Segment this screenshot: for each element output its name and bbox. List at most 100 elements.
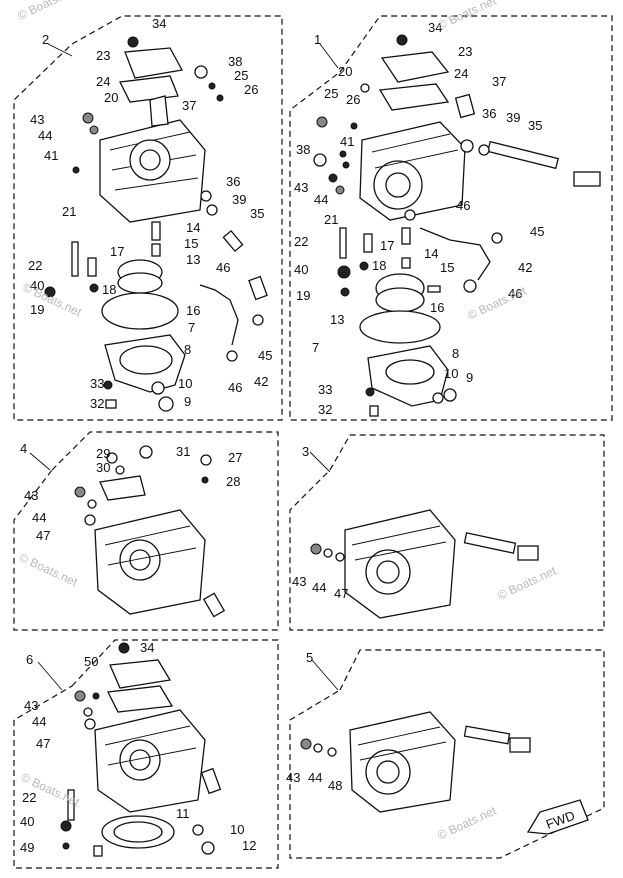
- seat-15: [151, 243, 161, 257]
- part-label: 13: [186, 252, 200, 267]
- part-label: 12: [242, 838, 256, 853]
- part-label: 45: [530, 224, 544, 239]
- part-label: 25: [234, 68, 248, 83]
- part-label: 18: [372, 258, 386, 273]
- part-label: 43: [286, 770, 300, 785]
- part-label: 49: [20, 840, 34, 855]
- part-label: 25: [324, 86, 338, 101]
- part-label: 8: [452, 346, 459, 361]
- part-label: 9: [184, 394, 191, 409]
- part-label: 35: [528, 118, 542, 133]
- part-label: 37: [182, 98, 196, 113]
- plate-30: [99, 475, 146, 501]
- jet-17: [87, 257, 97, 277]
- screw-34: [127, 36, 139, 48]
- jet-22: [339, 227, 347, 259]
- part-label: 22: [294, 234, 308, 249]
- part-label: 34: [140, 640, 154, 655]
- part-label: 44: [308, 770, 322, 785]
- fwd-arrow: [526, 799, 589, 835]
- fuel-hose-42: [419, 227, 491, 281]
- part-label: 47: [334, 586, 348, 601]
- part-label: 10: [444, 366, 458, 381]
- gasket-7: [101, 292, 179, 330]
- part-label: 10: [230, 822, 244, 837]
- part-label: 23: [458, 44, 472, 59]
- part-label: 42: [518, 260, 532, 275]
- part-label: 28: [226, 474, 240, 489]
- part-label: 14: [186, 220, 200, 235]
- watermark: © Boats.net: [495, 563, 559, 603]
- part-label: 45: [258, 348, 272, 363]
- part-label: 7: [312, 340, 319, 355]
- part-label: 44: [314, 192, 328, 207]
- part-label: 46: [216, 260, 230, 275]
- part-label: 50: [84, 654, 98, 669]
- screw-38: [194, 65, 208, 79]
- assembly-number-5: 5: [306, 650, 313, 665]
- assembly-number-3: 3: [302, 444, 309, 459]
- part-37: [454, 93, 476, 119]
- part-number-labels: 2342324382526203743444121363935141522171…: [20, 16, 544, 855]
- part-label: 35: [250, 206, 264, 221]
- frame-assembly-3: [289, 434, 605, 631]
- part-label: 37: [492, 74, 506, 89]
- part-label: 30: [96, 460, 110, 475]
- frame-assembly-6: [13, 639, 279, 869]
- assembly-4-illustration: [74, 445, 226, 618]
- part-label: 47: [36, 528, 50, 543]
- part-label: 46: [228, 380, 242, 395]
- jet-22: [71, 241, 79, 277]
- part-label: 38: [296, 142, 310, 157]
- part-label: 32: [318, 402, 332, 417]
- assembly-3-illustration: [310, 509, 539, 619]
- part-label: 44: [32, 714, 46, 729]
- cover-plate-23: [380, 51, 450, 83]
- part-label: 36: [482, 106, 496, 121]
- part-label: 15: [184, 236, 198, 251]
- watermark: © Boats.net: [435, 803, 499, 843]
- part-label: 16: [186, 303, 200, 318]
- part-label: 26: [346, 92, 360, 107]
- diaphragm-24: [378, 83, 450, 111]
- part-label: 23: [96, 48, 110, 63]
- part-label: 21: [62, 204, 76, 219]
- frame-assembly-4: [13, 431, 279, 631]
- part-label: 24: [96, 74, 110, 89]
- cover-plate: [109, 659, 172, 689]
- part-label: 32: [90, 396, 104, 411]
- gasket-7: [359, 310, 441, 344]
- part-label: 43: [292, 574, 306, 589]
- part-label: 22: [22, 790, 36, 805]
- jet-22: [67, 789, 75, 821]
- needle-14: [151, 221, 161, 241]
- part-label: 9: [466, 370, 473, 385]
- part-label: 44: [38, 128, 52, 143]
- part-label: 19: [30, 302, 44, 317]
- part-label: 39: [232, 192, 246, 207]
- assembly-2-illustration: [44, 36, 268, 412]
- part-label: 41: [340, 134, 354, 149]
- part-label: 46: [456, 198, 470, 213]
- frame-assembly-1: [289, 15, 613, 421]
- part-label: 38: [228, 54, 242, 69]
- part-label: 16: [430, 300, 444, 315]
- part-label: 24: [454, 66, 468, 81]
- diaphragm-24: [119, 75, 179, 103]
- part-label: 47: [36, 736, 50, 751]
- assembly-1-illustration: [313, 34, 601, 417]
- part-label: 20: [104, 90, 118, 105]
- part-label: 27: [228, 450, 242, 465]
- part-label: 43: [294, 180, 308, 195]
- part-label: 13: [330, 312, 344, 327]
- part-label: 40: [30, 278, 44, 293]
- part-label: 43: [30, 112, 44, 127]
- part-label: 21: [324, 212, 338, 227]
- part-label: 48: [328, 778, 342, 793]
- part-label: 26: [244, 82, 258, 97]
- part-label: 17: [380, 238, 394, 253]
- part-label: 36: [226, 174, 240, 189]
- part-label: 14: [424, 246, 438, 261]
- assembly-number-1: 1: [314, 32, 321, 47]
